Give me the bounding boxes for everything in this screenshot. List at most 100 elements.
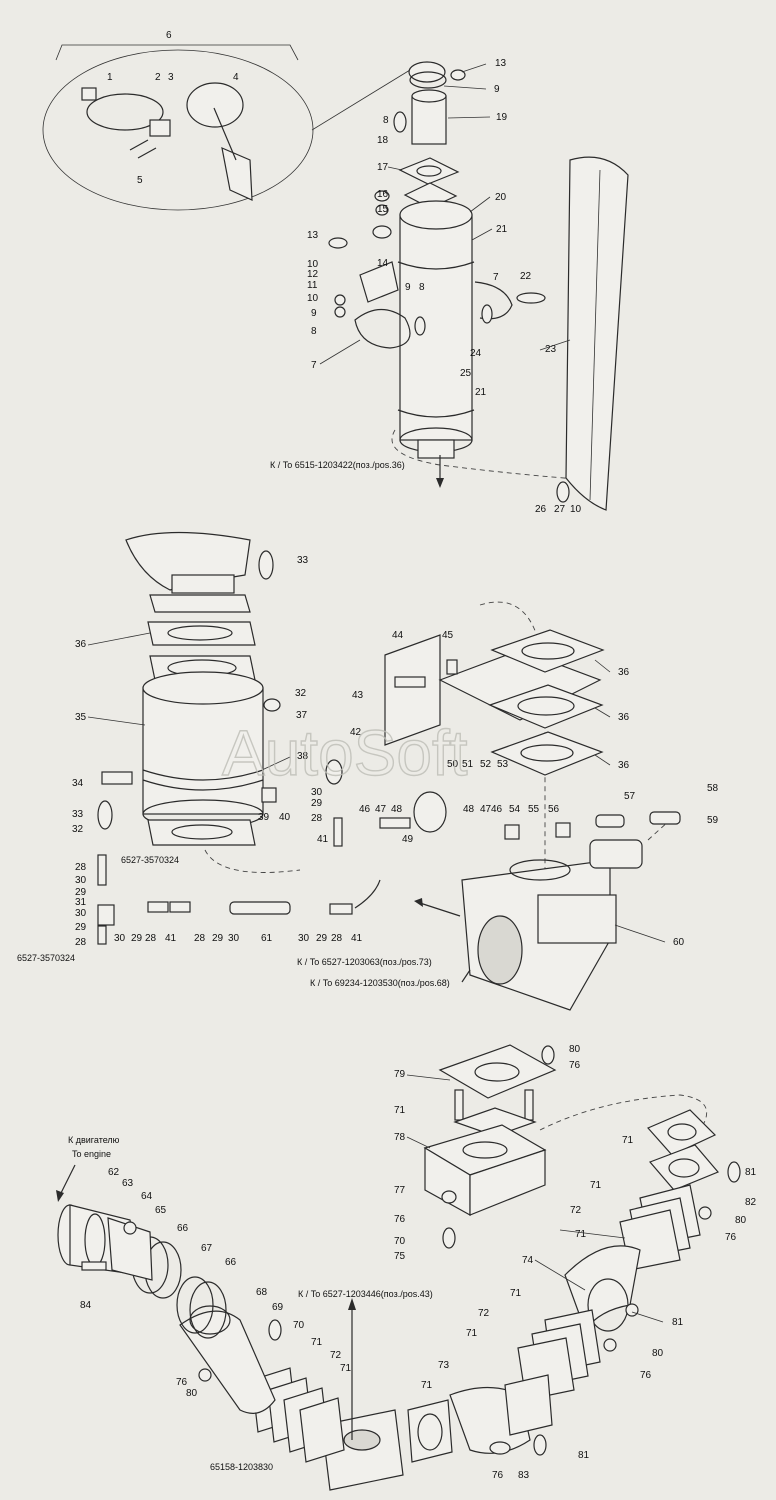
callout: 79 <box>394 1069 406 1080</box>
middle-callouts: 33 36 36 32 37 35 38 34 33 32 39 40 42 5… <box>17 555 719 988</box>
callout: 47 <box>375 804 387 815</box>
callout: 72 <box>478 1308 490 1319</box>
callout: 13 <box>307 230 319 241</box>
callout: 76 <box>725 1232 737 1243</box>
callout: 56 <box>548 804 560 815</box>
callout: 71 <box>421 1380 433 1391</box>
callout: 46 <box>359 804 371 815</box>
callout: 15 <box>377 204 389 215</box>
callout: 33 <box>297 555 309 566</box>
callout: 34 <box>72 778 84 789</box>
callout: 81 <box>745 1167 757 1178</box>
leader-lines <box>87 63 666 1323</box>
callout: 59 <box>707 815 719 826</box>
callout: 28 <box>145 933 157 944</box>
callout: 23 <box>545 344 557 355</box>
callout: 14 <box>377 258 389 269</box>
callout: 41 <box>165 933 177 944</box>
callout: 12 <box>307 269 319 280</box>
callout: 81 <box>672 1317 684 1328</box>
callout: 36 <box>75 639 87 650</box>
callout: 1 <box>107 72 113 83</box>
to-engine-label-ru: К двигателю <box>68 1135 120 1145</box>
callout: 60 <box>673 937 685 948</box>
callout: 7 <box>311 360 317 371</box>
callout: 18 <box>377 135 389 146</box>
callout: 8 <box>311 326 317 337</box>
callout: 16 <box>377 189 389 200</box>
callout: 32 <box>72 824 84 835</box>
ref-label: К / To 6527-1203446(поз./pos.43) <box>298 1289 433 1299</box>
callout: 10 <box>307 293 319 304</box>
callout: 74 <box>522 1255 534 1266</box>
ref-label: К / To 69234-1203530(поз./pos.68) <box>310 978 450 988</box>
bottom-callouts: 80 76 79 71 78 77 76 70 75 71 81 82 80 7… <box>68 1044 757 1481</box>
callout: 28 <box>75 937 87 948</box>
callout: 10 <box>570 504 582 515</box>
callout: 76 <box>492 1470 504 1481</box>
callout: 55 <box>528 804 540 815</box>
callout: 80 <box>186 1388 198 1399</box>
callout: 75 <box>394 1251 406 1262</box>
ref-label: 6527-3570324 <box>121 855 179 865</box>
callout: 84 <box>80 1300 92 1311</box>
callout: 30 <box>311 787 323 798</box>
callout: 2 <box>155 72 161 83</box>
callout: 69 <box>272 1302 284 1313</box>
callout: 3 <box>168 72 174 83</box>
callout: 11 <box>307 280 318 291</box>
callout: 9 <box>405 282 411 293</box>
ref-label: К / To 6527-1203063(поз./pos.73) <box>297 957 432 967</box>
callout: 21 <box>475 387 487 398</box>
callout: 36 <box>618 667 630 678</box>
callout: 71 <box>590 1180 602 1191</box>
callout: 57 <box>624 791 636 802</box>
callout: 35 <box>75 712 87 723</box>
callout: 83 <box>518 1470 530 1481</box>
callout: 67 <box>201 1243 213 1254</box>
callout: 29 <box>316 933 328 944</box>
callout: 19 <box>496 112 508 123</box>
callout: 42 <box>350 727 362 738</box>
callout: 9 <box>311 308 317 319</box>
callout: 80 <box>735 1215 747 1226</box>
callout: 9 <box>494 84 500 95</box>
callout: 72 <box>570 1205 582 1216</box>
callout: 22 <box>520 271 532 282</box>
callout: 52 <box>480 759 492 770</box>
callout: 8 <box>419 282 425 293</box>
callout: 36 <box>618 760 630 771</box>
watermark: AutoSoft <box>222 717 468 789</box>
callout: 46 <box>491 804 503 815</box>
callout: 20 <box>495 192 507 203</box>
callout: 77 <box>394 1185 406 1196</box>
callout: 78 <box>394 1132 406 1143</box>
callout: 71 <box>394 1105 406 1116</box>
to-engine-label-en: To engine <box>72 1149 111 1159</box>
callout: 54 <box>509 804 521 815</box>
top-section-muffler-assembly <box>42 44 629 511</box>
callout: 29 <box>311 798 323 809</box>
ref-label-top: К / To 6515-1203422(поз./pos.36) <box>270 460 405 470</box>
callout: 26 <box>535 504 547 515</box>
callout: 70 <box>394 1236 406 1247</box>
callout: 17 <box>377 162 389 173</box>
callout: 76 <box>569 1060 581 1071</box>
callout: 63 <box>122 1178 134 1189</box>
callout: 76 <box>394 1214 406 1225</box>
callout: 53 <box>497 759 509 770</box>
callout: 28 <box>311 813 323 824</box>
callout: 76 <box>640 1370 652 1381</box>
callout: 28 <box>194 933 206 944</box>
middle-section-converter-assembly <box>97 531 681 1011</box>
callout: 71 <box>466 1328 478 1339</box>
callout: 49 <box>402 834 414 845</box>
callout: 71 <box>340 1363 352 1374</box>
callout: 8 <box>383 115 389 126</box>
callout: 71 <box>622 1135 634 1146</box>
callout: 29 <box>131 933 143 944</box>
callout: 30 <box>75 875 87 886</box>
callout: 31 <box>75 897 87 908</box>
callout: 81 <box>578 1450 590 1461</box>
callout: 48 <box>463 804 475 815</box>
